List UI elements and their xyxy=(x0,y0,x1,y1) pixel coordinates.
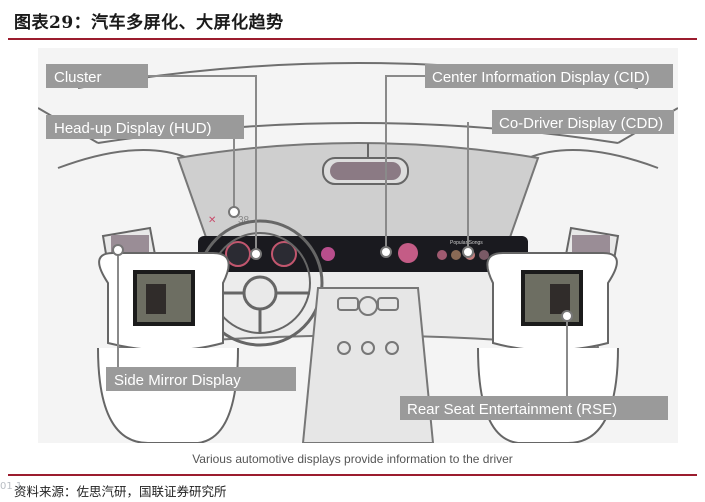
source-note: 资料来源：佐思汽研，国联证券研究所 xyxy=(14,484,227,499)
label-rse: Rear Seat Entertainment (RSE) xyxy=(400,396,668,420)
rse-screen-left xyxy=(133,270,195,326)
source-rule xyxy=(8,474,697,476)
label-cdd: Co-Driver Display (CDD) xyxy=(492,110,674,134)
svg-text:✕: ✕ xyxy=(208,215,216,226)
label-cluster-text: Cluster xyxy=(54,69,102,86)
pillar-to-pillar-display: Popular Songs xyxy=(198,236,528,272)
figure-caption: Various automotive displays provide info… xyxy=(192,452,513,466)
label-hud: Head-up Display (HUD) xyxy=(46,115,244,139)
title-rule xyxy=(8,38,697,40)
label-rse-text: Rear Seat Entertainment (RSE) xyxy=(407,401,617,418)
car-interior-figure: ✕ 38 Popular Songs xyxy=(37,48,679,444)
label-side-mirror: Side Mirror Display xyxy=(106,367,296,391)
hud-readout: 38 xyxy=(238,215,250,226)
label-cid-text: Center Information Display (CID) xyxy=(432,69,650,86)
label-cluster: Cluster xyxy=(46,64,148,88)
label-hud-text: Head-up Display (HUD) xyxy=(54,120,212,137)
label-cdd-text: Co-Driver Display (CDD) xyxy=(499,115,663,132)
cid-menu-text: Popular Songs xyxy=(450,240,483,246)
label-cid: Center Information Display (CID) xyxy=(425,64,673,88)
callout-markers xyxy=(112,206,573,322)
rse-screen-right xyxy=(521,270,583,326)
watermark-stamp: 01 1 xyxy=(0,481,23,492)
car-interior-illustration: ✕ 38 Popular Songs xyxy=(37,48,679,444)
figure-title: 图表29：汽车多屏化、大屏化趋势 xyxy=(14,13,284,33)
label-side-mirror-text: Side Mirror Display xyxy=(114,372,241,389)
